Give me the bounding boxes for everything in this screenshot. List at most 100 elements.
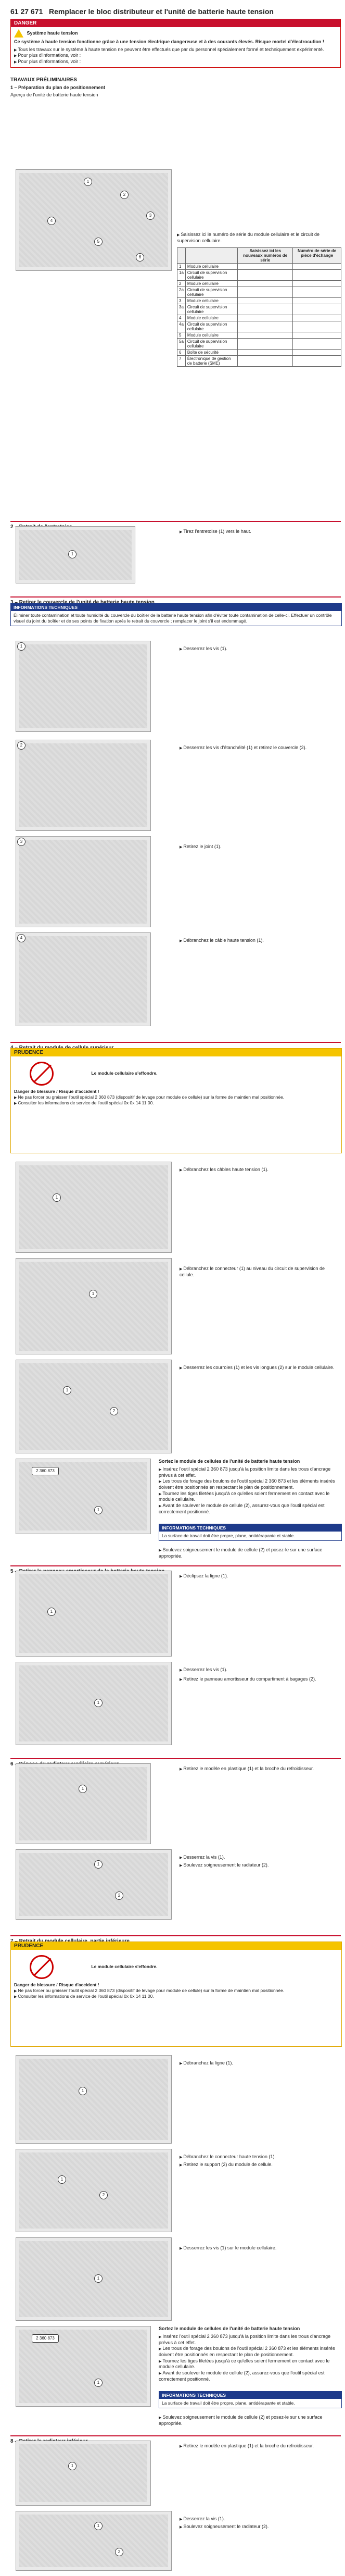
section-8-step: Retirez le modèle en plastique (1) et la…	[180, 2443, 336, 2449]
section-7-step: Retirez le support (2) du module de cell…	[180, 2162, 336, 2168]
section-7-lift-title: Sortez le module de cellules de l'unité …	[159, 2326, 300, 2331]
section-1-step: Saisissez ici le numéro de série du modu…	[177, 232, 338, 244]
new-serial-cell[interactable]	[237, 321, 293, 332]
section-4-caution: PRUDENCE Le module cellulaire s'effondre…	[10, 1048, 342, 1153]
danger-bullet: Tous les travaux sur le système à haute …	[14, 47, 337, 53]
new-serial-cell[interactable]	[237, 269, 293, 281]
cover-screws-figure: 1	[16, 641, 151, 732]
section-4-title: 4 – Retrait du module de cellule supérie…	[10, 1042, 341, 1051]
caution-bullet: Consulter les informations de service de…	[14, 1100, 338, 1106]
no-hands-icon	[30, 1062, 54, 1086]
exchange-serial-cell[interactable]	[292, 304, 341, 315]
document-title: 61 27 671 Remplacer le bloc distributeur…	[10, 7, 341, 16]
danger-bullet: Pour plus d'informations, voir :	[14, 53, 337, 59]
section-5-step: Retirez le panneau amortisseur du compar…	[180, 1676, 336, 1683]
upper-module-connector-figure: 1	[16, 1258, 172, 1354]
document-number: 61 27 671	[10, 7, 43, 16]
new-serial-cell[interactable]	[237, 297, 293, 304]
section-4-step: Débranchez le connecteur (1) au niveau d…	[180, 1266, 336, 1278]
section-5-step: Desserrez les vis (1).	[180, 1667, 336, 1673]
seal-figure: 3	[16, 836, 151, 927]
new-serial-cell[interactable]	[237, 355, 293, 367]
section-3-step: Débranchez le câble haute tension (1).	[180, 938, 336, 944]
danger-box: DANGER Système haute tension Ce système …	[10, 19, 341, 68]
new-serial-cell[interactable]	[237, 338, 293, 350]
caution-text: Le module cellulaire s'effondre.	[91, 1071, 158, 1076]
prelim-title: TRAVAUX PRÉLIMINAIRES	[10, 77, 77, 83]
section-7-step: Desserrez les vis (1) sur le module cell…	[180, 2245, 336, 2251]
lower-module-screws-figure: 1	[16, 2237, 172, 2321]
new-serial-cell[interactable]	[237, 349, 293, 356]
section-5-step: Déclipsez la ligne (1).	[180, 1573, 336, 1579]
section-4-step: Débranchez les câbles haute tension (1).	[180, 1167, 336, 1173]
section-3-step: Desserrez les vis (1).	[180, 646, 336, 652]
lower-module-line-figure: 1	[16, 2055, 172, 2144]
exchange-serial-cell[interactable]	[292, 332, 341, 339]
module-serial-table: Saisissez ici les nouveaux numéros de sé…	[177, 247, 341, 367]
danger-label: DANGER	[11, 19, 340, 27]
damper-line-figure: 1	[16, 1571, 172, 1657]
danger-subtitle: Système haute tension	[27, 30, 78, 36]
battery-overview-figure: 1 2 3 4 5 6	[16, 169, 172, 271]
caution-label: PRUDENCE	[11, 1049, 341, 1056]
exchange-serial-cell[interactable]	[292, 263, 341, 270]
warning-icon	[14, 29, 23, 38]
document-title-text: Remplacer le bloc distributeur et l'unit…	[48, 7, 274, 16]
exchange-serial-cell[interactable]	[292, 338, 341, 350]
section-6-step: Retirez le modèle en plastique (1) et la…	[180, 1766, 336, 1772]
cover-seal-figure: 2	[16, 740, 151, 831]
lower-radiator-figure-a: 1	[16, 2441, 151, 2506]
info-text: Éliminer toute contamination et toute hu…	[14, 613, 332, 624]
section-7-title: 7 – Retrait du module cellulaire, partie…	[10, 1935, 341, 1944]
injury-warning: Danger de blessure / Risque d'accident !	[14, 1089, 99, 1094]
exchange-serial-cell[interactable]	[292, 287, 341, 298]
exchange-serial-cell[interactable]	[292, 321, 341, 332]
section-4-lift-steps: Insérez l'outil spécial 2 360 873 jusqu'…	[159, 1466, 341, 1515]
section-4-step: Desserrez les courroies (1) et les vis l…	[180, 1365, 336, 1371]
section-7-caution: PRUDENCE Le module cellulaire s'effondre…	[10, 1942, 342, 2047]
section-8-step: Desserrez la vis (1).	[180, 2516, 336, 2522]
exchange-serial-cell[interactable]	[292, 355, 341, 367]
section-3-step: Retirez le joint (1).	[180, 844, 336, 850]
new-serial-cell[interactable]	[237, 263, 293, 270]
new-serial-cell[interactable]	[237, 287, 293, 298]
exchange-serial-cell[interactable]	[292, 280, 341, 287]
exchange-serial-cell[interactable]	[292, 315, 341, 321]
damper-screws-figure: 1	[16, 1662, 172, 1745]
section-8-step: Soulevez soigneusement le radiateur (2).	[180, 2524, 336, 2530]
exchange-serial-cell[interactable]	[292, 269, 341, 281]
section-1-title: 1 – Préparation du plan de positionnemen…	[10, 84, 106, 90]
new-serial-cell[interactable]	[237, 332, 293, 339]
exchange-serial-cell[interactable]	[292, 297, 341, 304]
section-3-title: 3 – Retirer le couvercle de l'unité de b…	[10, 596, 341, 605]
section-7-step: Débranchez le connecteur haute tension (…	[180, 2154, 336, 2160]
exchange-serial-cell[interactable]	[292, 349, 341, 356]
new-serial-cell[interactable]	[237, 280, 293, 287]
section-7-lift-steps: Insérez l'outil spécial 2 360 873 jusqu'…	[159, 2334, 341, 2383]
section-4-final-step: Soulevez soigneusement le module de cell…	[159, 1547, 341, 1559]
new-serial-cell[interactable]	[237, 304, 293, 315]
section-7-final-step: Soulevez soigneusement le module de cell…	[159, 2415, 341, 2426]
hv-cable-figure: 4	[16, 932, 151, 1026]
section-2-step: Tirez l'entretoise (1) vers le haut.	[180, 529, 336, 535]
section-7-info-box: INFORMATIONS TECHNIQUES La surface de tr…	[159, 2391, 342, 2409]
danger-text: Ce système à haute tension fonctionne gr…	[14, 39, 324, 44]
section-7-step: Débranchez la ligne (1).	[180, 2060, 336, 2067]
new-serial-cell[interactable]	[237, 315, 293, 321]
section-4-info-box: INFORMATIONS TECHNIQUES La surface de tr…	[159, 1524, 342, 1541]
